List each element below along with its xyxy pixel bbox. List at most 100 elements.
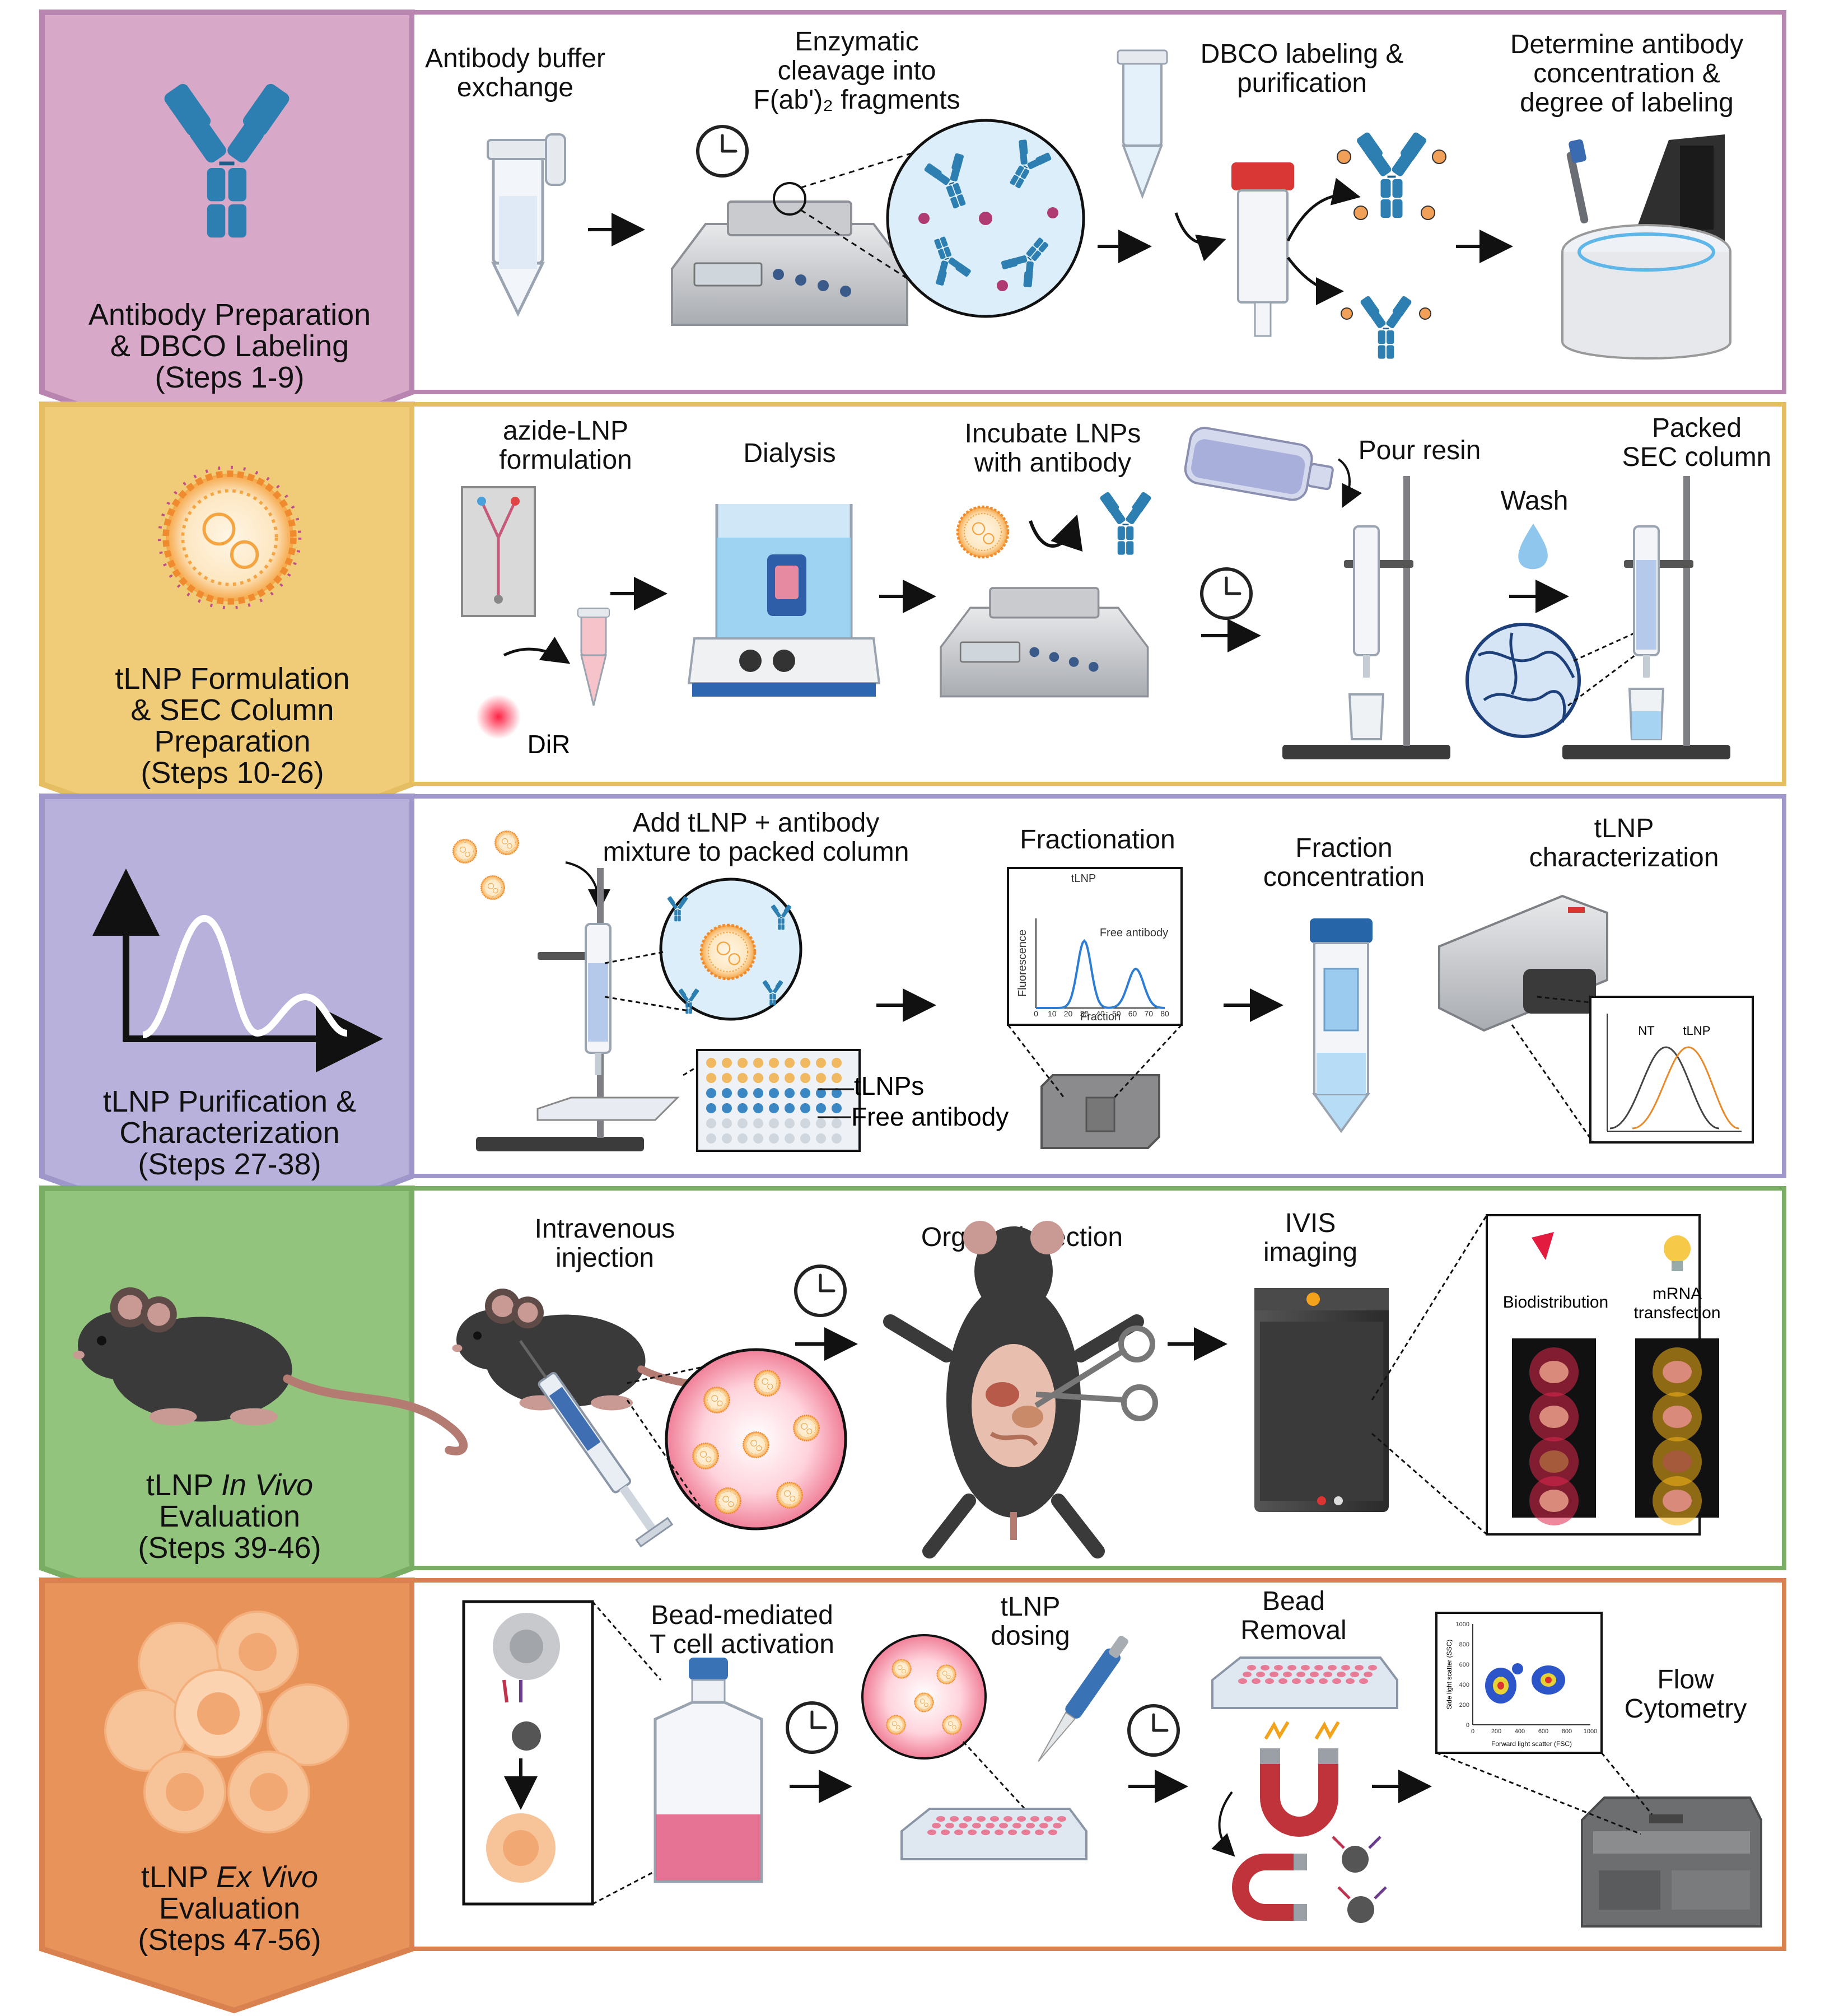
thermomixer-icon	[671, 200, 908, 326]
clock-icon-2	[1202, 569, 1251, 618]
well	[1021, 1830, 1030, 1835]
well	[990, 1816, 999, 1822]
section-1-title-line-3: (Steps 1-9)	[155, 361, 304, 394]
step-pour-resin-label: Pour resin	[1359, 436, 1481, 465]
well	[1292, 1678, 1301, 1684]
plate-well	[832, 1088, 842, 1098]
well	[986, 1823, 995, 1828]
fraction-plot-tick: 10	[1048, 1009, 1057, 1018]
plate-well	[753, 1073, 763, 1083]
well-plate-small-icon	[536, 1096, 680, 1121]
plate-well	[800, 1058, 810, 1068]
well	[936, 1816, 945, 1822]
well	[1341, 1665, 1350, 1670]
well	[1337, 1672, 1346, 1677]
plate-well	[769, 1103, 779, 1113]
flow-plot-ytick: 1000	[1456, 1621, 1469, 1628]
section-1: Antibody Preparation& DBCO Labeling(Step…	[39, 10, 1786, 463]
flow-plot-xtick: 0	[1471, 1728, 1474, 1735]
fraction-plot-tick: 40	[1096, 1009, 1105, 1018]
fraction-plot-tick: 0	[1034, 1009, 1038, 1018]
size-plot-tlnp-label: tLNP	[1683, 1024, 1711, 1038]
organ	[1663, 1361, 1692, 1383]
plate-well	[832, 1073, 842, 1083]
well-plate-removal-icon	[1211, 1656, 1398, 1709]
plate-well	[706, 1073, 716, 1083]
flow-plot-ytick: 400	[1459, 1682, 1469, 1688]
plate-well	[738, 1103, 748, 1113]
section-3: tLNP Purification &Characterization(Step…	[39, 794, 1786, 1247]
organ	[1663, 1450, 1692, 1473]
desalting-column-icon	[1231, 162, 1294, 337]
plate-well	[769, 1133, 779, 1144]
section-1-title-line-1: Antibody Preparation	[88, 298, 371, 332]
plate-well	[753, 1118, 763, 1128]
dialysis-beaker-icon	[687, 504, 881, 697]
96-well-plate-icon	[900, 1808, 1087, 1860]
t-cell-activation-panel	[462, 1600, 594, 1906]
dls-instrument-icon	[1438, 894, 1608, 1032]
well	[927, 1830, 936, 1835]
plate-well	[785, 1133, 795, 1144]
plate-well	[722, 1058, 732, 1068]
well	[1003, 1816, 1012, 1822]
well	[977, 1816, 986, 1822]
section-1-panel	[410, 10, 1786, 394]
fraction-plot-tlnp-label: tLNP	[1071, 872, 1096, 885]
well	[1301, 1665, 1310, 1670]
plate-well	[800, 1103, 810, 1113]
plate-well	[785, 1103, 795, 1113]
thermomixer-zoom-origin	[773, 182, 806, 216]
fraction-plot-xlabel: Fraction	[1080, 1011, 1121, 1023]
scissors-icon	[1034, 1326, 1158, 1421]
well	[999, 1823, 1008, 1828]
fraction-collector-icon	[1040, 1074, 1160, 1149]
flow-plot-xtick: 200	[1491, 1728, 1501, 1735]
plate-well	[722, 1133, 732, 1144]
plate-well	[832, 1118, 842, 1128]
plate-well	[722, 1118, 732, 1128]
well	[1305, 1678, 1314, 1684]
centrifugal-filter-icon	[1310, 918, 1373, 1133]
well	[959, 1823, 968, 1828]
plate-well	[753, 1058, 763, 1068]
flow-plot-ytick: 0	[1466, 1722, 1469, 1729]
plate-well	[769, 1088, 779, 1098]
well	[1287, 1665, 1296, 1670]
plate-well	[785, 1118, 795, 1128]
plate-well	[722, 1073, 732, 1083]
plate-well	[753, 1133, 763, 1144]
flow-plot-xtick: 600	[1538, 1728, 1548, 1735]
section-1-title-line-2: & DBCO Labeling	[110, 329, 349, 363]
plate-well	[722, 1088, 732, 1098]
size-plot-nt-label: NT	[1638, 1024, 1654, 1038]
flow-plot-xlabel: Forward light scatter (FSC)	[1491, 1740, 1572, 1748]
plate-well	[706, 1133, 716, 1144]
blood-lnp-zoom-icon	[665, 1348, 847, 1530]
magnet-side-icon	[1232, 1854, 1307, 1921]
spectrophotometer-icon	[1561, 134, 1731, 360]
plate-well	[785, 1073, 795, 1083]
plate-label-tlnps: tLNPs	[854, 1071, 924, 1100]
fraction-plot-tick: 70	[1144, 1009, 1153, 1018]
biodistribution-label: Biodistribution	[1503, 1293, 1608, 1312]
well	[1256, 1672, 1265, 1677]
well	[1350, 1672, 1359, 1677]
well	[1048, 1830, 1057, 1835]
well	[1359, 1678, 1368, 1684]
incubator-shaker-icon	[940, 587, 1149, 698]
lnp-icon	[157, 465, 302, 610]
section-3-title: tLNP Purification &Characterization(Step…	[103, 1085, 356, 1181]
dissected-mouse-icon	[883, 1221, 1144, 1558]
well	[945, 1823, 954, 1828]
section-1-title: Antibody Preparation& DBCO Labeling(Step…	[88, 298, 371, 394]
plate-well	[769, 1073, 779, 1083]
